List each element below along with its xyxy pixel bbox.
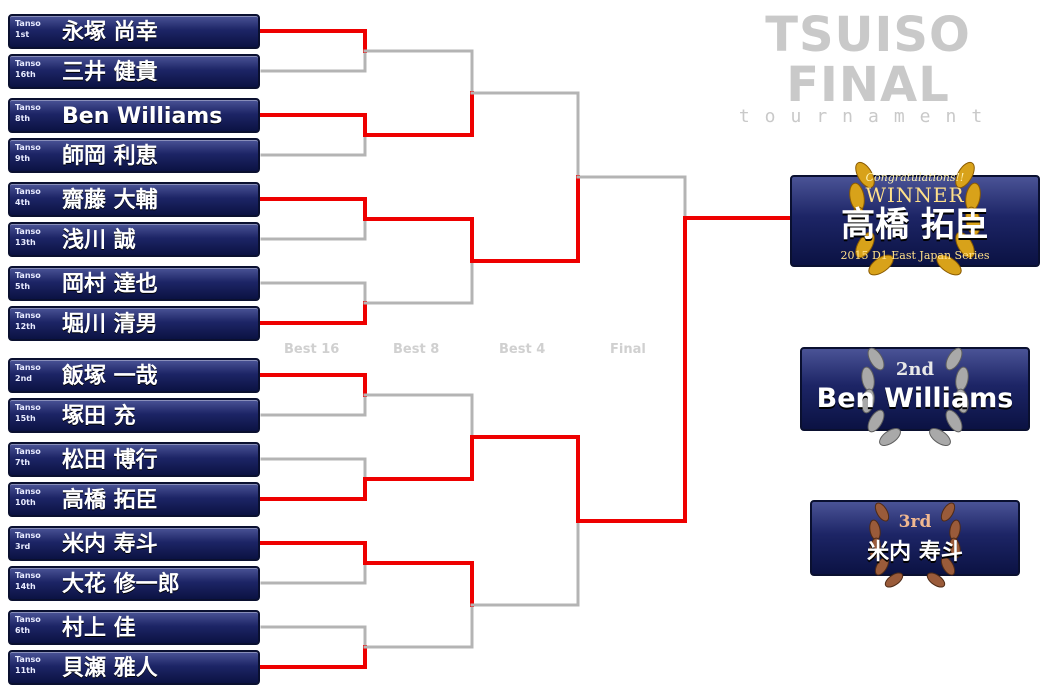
round-label-best4: Best 4 [499, 342, 546, 357]
entrant-name: 師岡 利恵 [62, 144, 158, 169]
seed-prefix: Tanso [15, 487, 41, 496]
entrant-slot: Tanso 12th 堀川 清男 [8, 306, 260, 341]
seed-rank: 15th [15, 414, 36, 423]
third-name: 米内 寿斗 [867, 540, 963, 565]
entrant-name: 岡村 達也 [62, 272, 158, 297]
round-label-best8: Best 8 [393, 342, 440, 357]
entrant-name: Ben Williams [62, 104, 223, 129]
entrant-slot: Tanso 1st 永塚 尚幸 [8, 14, 260, 49]
seed-rank: 16th [15, 70, 36, 79]
winner-label: WINNER [865, 183, 965, 207]
entrant-slot: Tanso 11th 貝瀬 雅人 [8, 650, 260, 685]
seed-prefix: Tanso [15, 615, 41, 624]
seed-prefix: Tanso [15, 227, 41, 236]
entrant-slot: Tanso 7th 松田 博行 [8, 442, 260, 477]
seed-prefix: Tanso [15, 19, 41, 28]
entrant-slot: Tanso 16th 三井 健貴 [8, 54, 260, 89]
seed-prefix: Tanso [15, 187, 41, 196]
seed-prefix: Tanso [15, 655, 41, 664]
seed-rank: 9th [15, 154, 31, 163]
seed-rank: 12th [15, 322, 36, 331]
seed-rank: 3rd [15, 542, 31, 551]
seed-rank: 2nd [15, 374, 32, 383]
seed-rank: 6th [15, 626, 31, 635]
seed-rank: 1st [15, 30, 30, 39]
second-name: Ben Williams [816, 383, 1014, 414]
entrant-slot: Tanso 5th 岡村 達也 [8, 266, 260, 301]
seed-rank: 4th [15, 198, 31, 207]
winner-series: 2015 D1 East Japan Series [840, 249, 990, 262]
seed-rank: 10th [15, 498, 36, 507]
seed-rank: 11th [15, 666, 36, 675]
winner-banner: Congratulations!! [865, 171, 965, 184]
entrant-name: 堀川 清男 [62, 312, 158, 337]
entrant-name: 齋藤 大輔 [62, 188, 158, 213]
entrant-slot: Tanso 14th 大花 修一郎 [8, 566, 260, 601]
entrant-name: 貝瀬 雅人 [62, 656, 158, 681]
entrant-slot: Tanso 13th 浅川 誠 [8, 222, 260, 257]
second-label: 2nd [895, 359, 935, 380]
gold-laurel-icon [849, 161, 981, 276]
seed-rank: 14th [15, 582, 36, 591]
bronze-laurel-icon [869, 502, 961, 588]
entrant-slot: Tanso 4th 齋藤 大輔 [8, 182, 260, 217]
seed-prefix: Tanso [15, 363, 41, 372]
entrant-name: 米内 寿斗 [62, 532, 158, 557]
seed-prefix: Tanso [15, 103, 41, 112]
round-label-final: Final [610, 342, 646, 357]
entrant-name: 三井 健貴 [62, 60, 158, 85]
seed-prefix: Tanso [15, 143, 41, 152]
entrant-name: 浅川 誠 [62, 228, 136, 253]
entrant-name: 高橋 拓臣 [62, 488, 158, 513]
seed-prefix: Tanso [15, 59, 41, 68]
tournament-title: TSUISO FINAL tournament [698, 10, 1038, 126]
winner-name: 高橋 拓臣 [841, 205, 989, 245]
entrant-slot: Tanso 3rd 米内 寿斗 [8, 526, 260, 561]
entrant-name: 大花 修一郎 [62, 572, 180, 597]
title-sub: tournament [738, 106, 998, 127]
title-main: TSUISO FINAL [765, 7, 971, 113]
seed-rank: 7th [15, 458, 31, 467]
entrant-name: 松田 博行 [62, 448, 158, 473]
third-label: 3rd [898, 512, 932, 532]
entrant-slot: Tanso 6th 村上 佳 [8, 610, 260, 645]
seed-prefix: Tanso [15, 531, 41, 540]
seed-prefix: Tanso [15, 271, 41, 280]
entrant-slot: Tanso 10th 高橋 拓臣 [8, 482, 260, 517]
round-label-best16: Best 16 [284, 342, 340, 357]
second-award: 2nd Ben Williams [800, 347, 1030, 446]
entrant-slot: Tanso 15th 塚田 充 [8, 398, 260, 433]
silver-laurel-icon [861, 347, 969, 446]
seed-rank: 13th [15, 238, 36, 247]
entrant-name: 塚田 充 [62, 404, 136, 429]
entrant-slot: Tanso 8th Ben Williams [8, 98, 260, 133]
seed-prefix: Tanso [15, 571, 41, 580]
winner-award: Congratulations!! WINNER 高橋 拓臣 2015 D1 E… [790, 161, 1040, 276]
entrant-name: 村上 佳 [62, 616, 136, 641]
seed-rank: 8th [15, 114, 31, 123]
entrant-name: 飯塚 一哉 [62, 364, 158, 389]
entrant-slot: Tanso 9th 師岡 利恵 [8, 138, 260, 173]
seed-prefix: Tanso [15, 447, 41, 456]
entrant-slot: Tanso 2nd 飯塚 一哉 [8, 358, 260, 393]
seed-rank: 5th [15, 282, 31, 291]
seed-prefix: Tanso [15, 403, 41, 412]
seed-prefix: Tanso [15, 311, 41, 320]
third-award: 3rd 米内 寿斗 [810, 500, 1020, 588]
entrant-name: 永塚 尚幸 [62, 20, 158, 45]
